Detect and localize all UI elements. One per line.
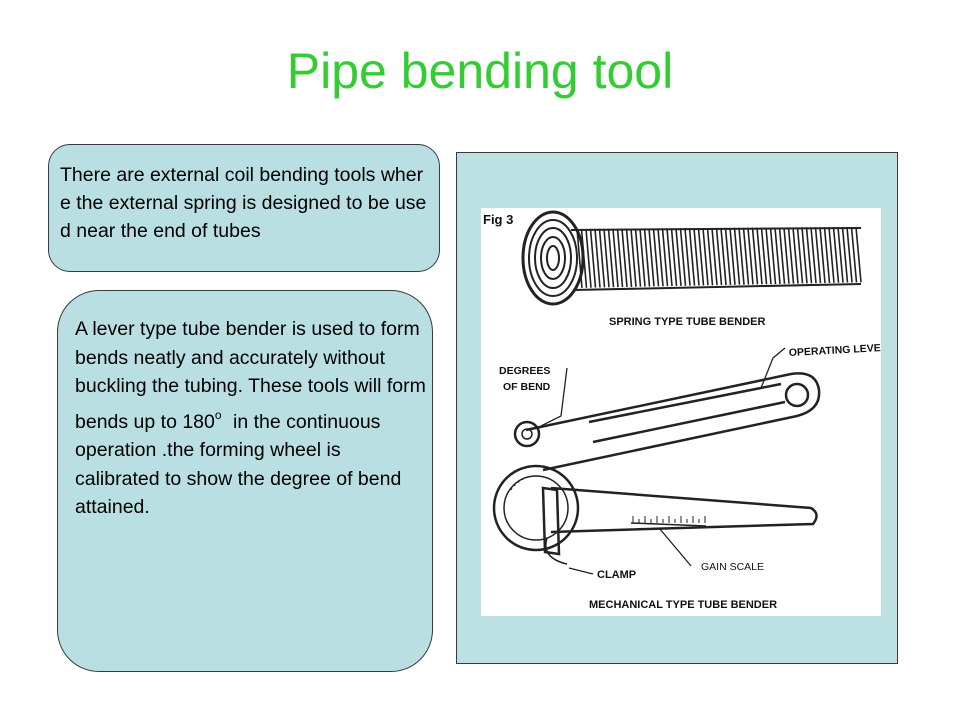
lever-text-before: A lever type tube bender is used to form… <box>75 318 426 433</box>
lever-bender-textbox: A lever type tube bender is used to form… <box>57 290 433 672</box>
label-leader-lines <box>540 347 786 575</box>
spring-caption: SPRING TYPE TUBE BENDER <box>609 316 766 328</box>
degrees-label-line1: DEGREES <box>499 365 550 377</box>
tube-bender-drawing: Fig 3 SPRING TYPE TUBE BENDER OPERATING … <box>483 210 881 611</box>
spring-bender-illustration <box>521 210 862 306</box>
slide-title: Pipe bending tool <box>286 43 674 99</box>
tube-bender-illustration: Fig 3 SPRING TYPE TUBE BENDER OPERATING … <box>481 208 881 616</box>
mechanical-caption: MECHANICAL TYPE TUBE BENDER <box>589 599 777 611</box>
external-coil-text: There are external coil bending tools wh… <box>60 164 427 242</box>
external-coil-textbox: There are external coil bending tools wh… <box>48 144 440 272</box>
lever-text-after: in the continuous operation .the forming… <box>75 410 402 519</box>
clamp-label: CLAMP <box>597 569 636 581</box>
gain-scale-label: GAIN SCALE <box>701 561 764 573</box>
mechanical-bender-illustration <box>492 372 821 565</box>
figure-frame: Fig 3 SPRING TYPE TUBE BENDER OPERATING … <box>456 152 898 664</box>
operating-lever-label: OPERATING LEVER <box>789 342 881 359</box>
degrees-label-line2: OF BEND <box>503 381 551 393</box>
degree-mark: o <box>214 407 222 422</box>
fig-label: Fig 3 <box>483 212 513 227</box>
